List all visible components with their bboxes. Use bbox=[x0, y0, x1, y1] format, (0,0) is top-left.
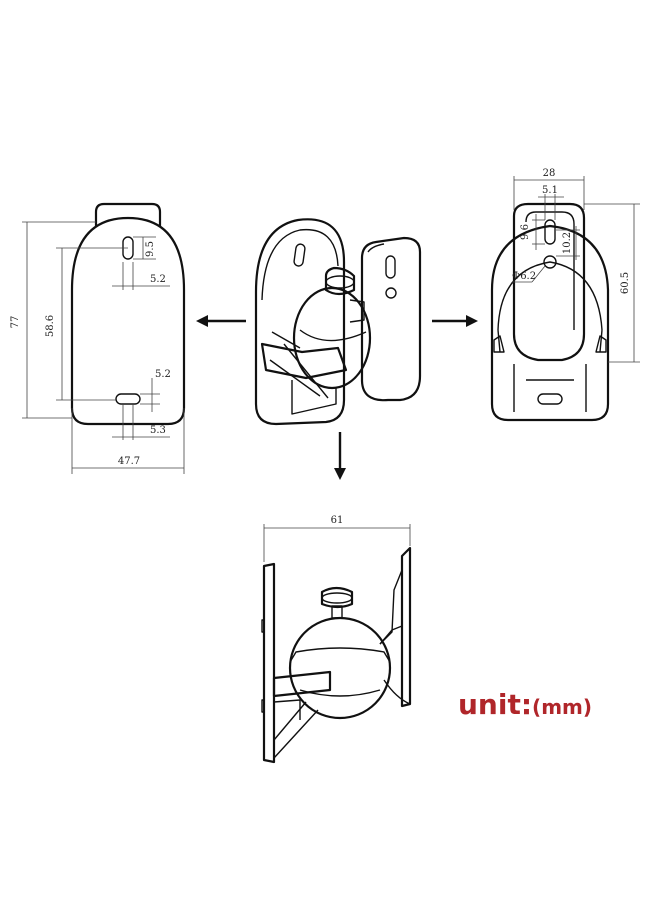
dim-side-depth: 61 bbox=[331, 515, 344, 526]
front-view: 28 5.1 9.6 10.2 Φ6.2 60.5 bbox=[490, 168, 640, 422]
dim-front-hole-dia: Φ6.2 bbox=[512, 271, 536, 282]
iso-view bbox=[254, 218, 422, 426]
dim-front-height: 60.5 bbox=[620, 272, 631, 294]
dim-back-height: 77 bbox=[10, 316, 21, 329]
dim-back-slot-bottom-width: 5.3 bbox=[150, 425, 166, 436]
dim-front-gap: 10.2 bbox=[562, 232, 573, 254]
dim-back-width: 47.7 bbox=[118, 456, 140, 467]
unit-label-main: unit: bbox=[458, 688, 533, 721]
back-view: 77 58.6 9.5 5.2 5.2 5.3 47.7 bbox=[10, 202, 186, 474]
dim-back-slot-top-height: 9.5 bbox=[145, 241, 156, 257]
dim-front-slot-height: 9.6 bbox=[520, 224, 531, 240]
unit-label: unit:(mm) bbox=[458, 688, 592, 721]
unit-label-sub: (mm) bbox=[532, 695, 593, 719]
dim-front-slot-width: 5.1 bbox=[542, 185, 558, 196]
dim-back-slot-top-width: 5.2 bbox=[150, 274, 166, 285]
view-arrows bbox=[196, 315, 478, 480]
dim-back-slot-spacing: 58.6 bbox=[45, 315, 56, 337]
side-view: 61 bbox=[261, 515, 412, 764]
dim-back-slot-bottom-height: 5.2 bbox=[155, 369, 171, 380]
dim-front-width: 28 bbox=[543, 168, 556, 179]
